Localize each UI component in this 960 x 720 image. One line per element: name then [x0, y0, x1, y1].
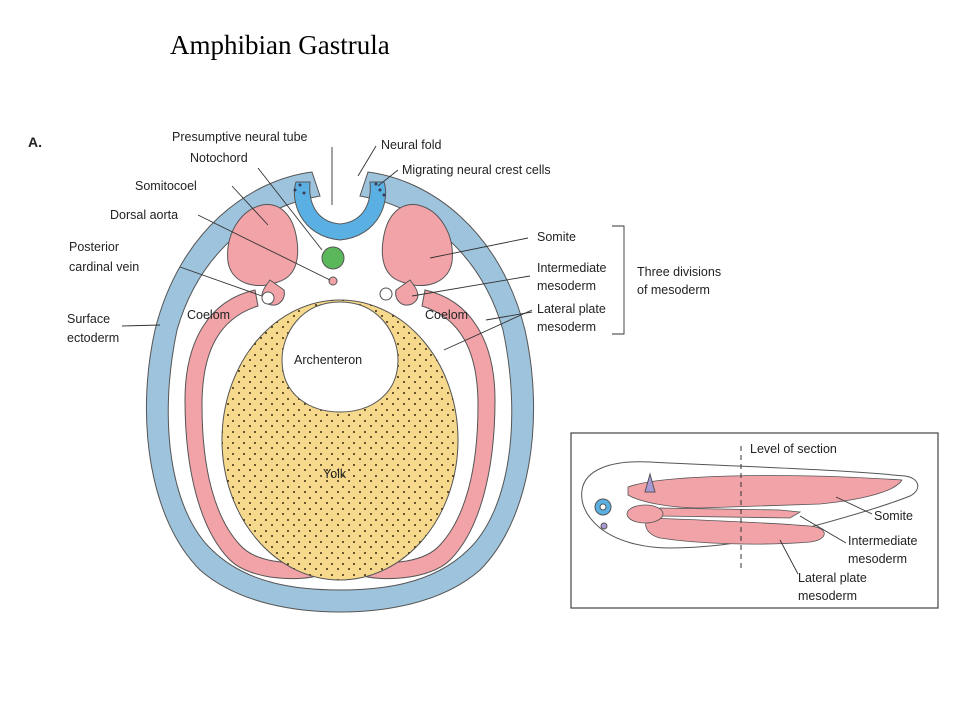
label-somite: Somite: [537, 230, 576, 244]
label-posterior-cardinal-vein-2: cardinal vein: [69, 260, 139, 274]
label-yolk: Yolk: [323, 467, 347, 481]
inset-label-level: Level of section: [750, 442, 837, 456]
cardinal-vein-left: [261, 291, 275, 305]
label-intermediate-mesoderm-1: Intermediate: [537, 261, 607, 275]
inset-somite: [627, 475, 903, 509]
inset-label-intermediate-2: mesoderm: [848, 552, 907, 566]
inset-label-intermediate-1: Intermediate: [848, 534, 918, 548]
label-migrating-neural-crest: Migrating neural crest cells: [402, 163, 551, 177]
inset-label-lateral-1: Lateral plate: [798, 571, 867, 585]
label-three-divisions-2: of mesoderm: [637, 283, 710, 297]
inset-neural-crest: [644, 472, 656, 493]
label-posterior-cardinal-vein-1: Posterior: [69, 240, 119, 254]
page-title: Amphibian Gastrula: [170, 30, 390, 60]
dorsal-aorta: [328, 276, 338, 286]
neural-tube: [293, 181, 387, 241]
label-somitocoel: Somitocoel: [135, 179, 197, 193]
label-notochord: Notochord: [190, 151, 248, 165]
notochord: [321, 246, 345, 270]
label-three-divisions-1: Three divisions: [637, 265, 721, 279]
somite-right: [381, 204, 453, 286]
label-archenteron: Archenteron: [294, 353, 362, 367]
label-presumptive-neural-tube: Presumptive neural tube: [172, 130, 308, 144]
archenteron: [281, 301, 399, 413]
inset-label-lateral-2: mesoderm: [798, 589, 857, 603]
inset-label-somite: Somite: [874, 509, 913, 523]
neural-crest-cells: [293, 182, 386, 197]
label-surface-ectoderm-2: ectoderm: [67, 331, 119, 345]
label-intermediate-mesoderm-2: mesoderm: [537, 279, 596, 293]
label-surface-ectoderm-1: Surface: [67, 312, 110, 326]
inset-pharyngeal-pouches: [626, 504, 664, 524]
cardinal-vein-right: [379, 287, 393, 301]
label-coelom-left: Coelom: [187, 308, 230, 322]
label-lateral-plate-mesoderm-1: Lateral plate: [537, 302, 606, 316]
panel-label: A.: [28, 134, 42, 150]
somite-left: [227, 204, 299, 286]
surface-ectoderm: [145, 171, 535, 613]
label-neural-fold: Neural fold: [381, 138, 441, 152]
label-dorsal-aorta: Dorsal aorta: [110, 208, 178, 222]
intermediate-mesoderm-right: [395, 279, 419, 306]
inset-otic: [600, 522, 608, 530]
label-coelom-right: Coelom: [425, 308, 468, 322]
inset-panel: Level of section Somite Intermediate mes…: [570, 432, 939, 609]
label-lateral-plate-mesoderm-2: mesoderm: [537, 320, 596, 334]
